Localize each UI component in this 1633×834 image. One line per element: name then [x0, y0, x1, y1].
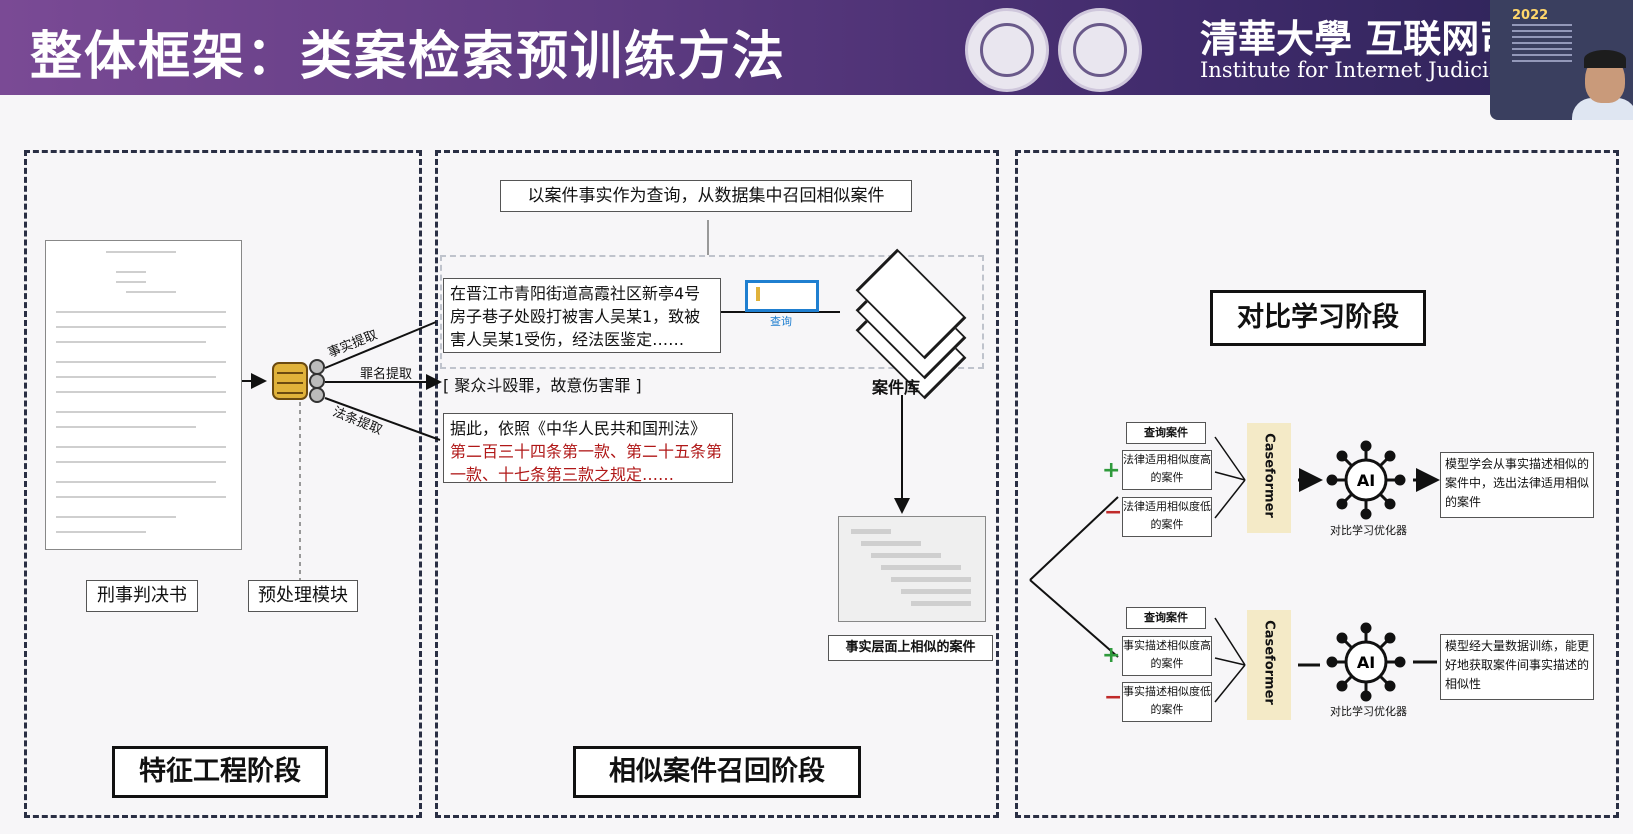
- group1-result-box: 模型学会从事实描述相似的案件中，选出法律适用相似的案件: [1440, 452, 1594, 518]
- query-dashed-area: [440, 255, 984, 369]
- similar-cases-doc-icon: [838, 516, 986, 622]
- judgment-doc-label: 刑事判决书: [86, 580, 198, 612]
- group2-result-box: 模型经大量数据训练，能更好地获取案件间事实描述的相似性: [1440, 634, 1594, 700]
- institute-name-cn: 清華大學 互联网司: [1200, 17, 1518, 61]
- group1-query-case: 查询案件: [1126, 422, 1206, 444]
- group2-ai-text: AI: [1357, 653, 1375, 672]
- webcam-slide-text: [1512, 24, 1572, 64]
- stage-label-feature: 特征工程阶段: [112, 746, 328, 798]
- case-database-icon: [848, 248, 968, 400]
- law-text-prefix: 据此，依照《中华人民共和国刑法》: [450, 419, 707, 438]
- group2-caseformer-label: Caseformer: [1261, 620, 1277, 705]
- group2-negative-case: 事实描述相似度低的案件: [1122, 682, 1212, 722]
- stage-label-contrastive: 对比学习阶段: [1210, 290, 1426, 346]
- panel-contrastive: [1015, 150, 1619, 818]
- group1-ai-text: AI: [1357, 471, 1375, 490]
- seal-logo-1: [965, 8, 1049, 92]
- group1-ai-icon: AI: [1326, 440, 1406, 520]
- group2-plus-icon: +: [1102, 643, 1121, 668]
- group1-minus-icon: −: [1104, 500, 1123, 525]
- charge-text: [ 聚众斗殴罪，故意伤害罪 ]: [443, 376, 642, 395]
- preprocess-module-label: 预处理模块: [248, 580, 358, 612]
- stage-label-recall: 相似案件召回阶段: [573, 746, 861, 798]
- judgment-document-icon: [45, 240, 242, 550]
- webcam-year: 2022: [1512, 8, 1549, 23]
- case-db-label: 案件库: [872, 378, 921, 397]
- fact-text-box: 在晋江市青阳街道高霞社区新亭4号房子巷子处殴打被害人吴某1，致被害人吴某1受伤，…: [443, 278, 721, 353]
- group2-positive-case: 事实描述相似度高的案件: [1122, 636, 1212, 676]
- slide-title: 整体框架：类案检索预训练方法: [30, 27, 787, 87]
- law-text-box: 据此，依照《中华人民共和国刑法》 第二百三十四条第一款、第二十五条第一款、十七条…: [443, 413, 733, 483]
- group1-plus-icon: +: [1102, 458, 1121, 483]
- panel-feature-engineering: [24, 150, 422, 818]
- presenter-hair: [1584, 50, 1626, 68]
- query-tag: 查询: [770, 315, 792, 328]
- query-highlight-box: [745, 280, 819, 312]
- group1-caseformer-label: Caseformer: [1261, 433, 1277, 518]
- group2-ai-icon: AI: [1326, 622, 1406, 702]
- panel-similar-recall: [435, 150, 999, 818]
- edge-label-charge: 罪名提取: [360, 367, 413, 382]
- group2-ai-caption: 对比学习优化器: [1330, 705, 1407, 718]
- group1-positive-case: 法律适用相似度高的案件: [1122, 450, 1212, 490]
- group2-minus-icon: −: [1104, 685, 1123, 710]
- group2-caseformer-block: Caseformer: [1247, 610, 1291, 720]
- presenter-shirt: [1572, 98, 1633, 120]
- similar-cases-label: 事实层面上相似的案件: [828, 635, 993, 661]
- group2-query-case: 查询案件: [1126, 607, 1206, 629]
- preprocess-hand-icon: [272, 359, 325, 403]
- group1-ai-caption: 对比学习优化器: [1330, 524, 1407, 537]
- webcam-inset: 2022: [1490, 0, 1633, 120]
- group1-caseformer-block: Caseformer: [1247, 423, 1291, 533]
- seal-logo-2: [1058, 8, 1142, 92]
- group1-negative-case: 法律适用相似度低的案件: [1122, 497, 1212, 537]
- query-caption: 以案件事实作为查询，从数据集中召回相似案件: [500, 180, 912, 212]
- law-text-articles: 第二百三十四条第一款、第二十五条第一款、十七条第三款之规定……: [450, 442, 723, 483]
- slide-header: [0, 0, 1633, 95]
